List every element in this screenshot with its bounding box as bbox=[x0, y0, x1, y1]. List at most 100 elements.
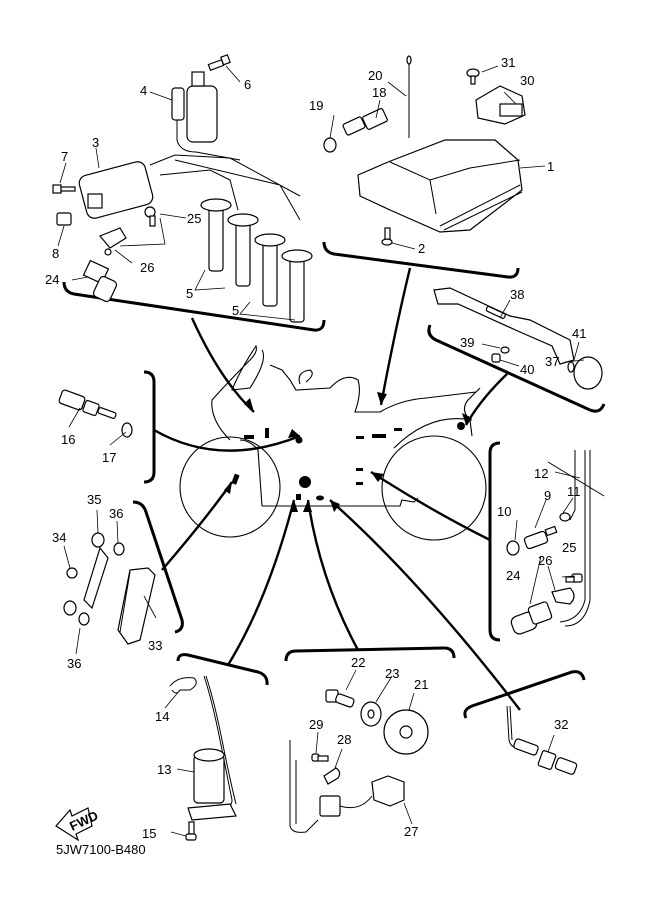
callout-11: 11 bbox=[567, 484, 581, 499]
ignition-coil-3[interactable] bbox=[77, 160, 154, 220]
sensor-9[interactable] bbox=[523, 525, 558, 550]
motorcycle-outline bbox=[179, 344, 487, 541]
gasket-19[interactable] bbox=[323, 137, 337, 153]
callout-30: 30 bbox=[520, 73, 534, 88]
callout-24b: 24 bbox=[506, 568, 520, 583]
bracket-pickup bbox=[284, 646, 456, 662]
pickup-rotor-21[interactable] bbox=[383, 709, 429, 755]
callout-36a: 36 bbox=[109, 506, 123, 521]
diagram-code: 5JW7100-B480 bbox=[56, 842, 146, 857]
callout-26a: 26 bbox=[140, 260, 154, 275]
nut-40[interactable] bbox=[491, 353, 501, 363]
bracket-solenoid bbox=[176, 653, 269, 686]
washer-41[interactable] bbox=[567, 361, 575, 373]
ignition-coil-4[interactable] bbox=[171, 71, 241, 161]
clamp-26-upper[interactable] bbox=[99, 227, 127, 256]
bolt-29[interactable] bbox=[311, 753, 329, 762]
callout-6: 6 bbox=[244, 77, 251, 92]
bolt-22[interactable] bbox=[325, 689, 355, 708]
callout-3: 3 bbox=[92, 135, 99, 150]
callout-labels: 1 2 3 4 5 5 6 7 8 9 10 11 12 13 14 15 16… bbox=[45, 55, 586, 841]
cam-sensor-wires bbox=[559, 450, 591, 627]
temp-sensor-18[interactable] bbox=[342, 108, 388, 136]
callout-19: 19 bbox=[309, 98, 323, 113]
callout-2: 2 bbox=[418, 241, 425, 256]
callout-40: 40 bbox=[520, 362, 534, 377]
callout-13: 13 bbox=[157, 762, 171, 777]
callout-16: 16 bbox=[61, 432, 75, 447]
callout-38: 38 bbox=[510, 287, 524, 302]
cam-sensor-24[interactable] bbox=[510, 601, 553, 635]
callout-25a: 25 bbox=[187, 211, 201, 226]
callout-25b: 25 bbox=[562, 540, 576, 555]
callout-24a: 24 bbox=[45, 272, 59, 287]
bolt-2[interactable] bbox=[381, 227, 393, 246]
pickup-coil-27[interactable] bbox=[289, 740, 405, 833]
callout-41: 41 bbox=[572, 326, 586, 341]
cable-tie-12[interactable] bbox=[547, 461, 605, 497]
ecu-1[interactable] bbox=[357, 139, 523, 233]
washer-36-lower[interactable] bbox=[78, 612, 90, 626]
callout-5a: 5 bbox=[186, 286, 193, 301]
bracket-o2 bbox=[463, 670, 586, 719]
clamp-26-lower[interactable] bbox=[551, 587, 575, 605]
callout-10: 10 bbox=[497, 504, 511, 519]
callout-27: 27 bbox=[404, 824, 418, 839]
pressure-sensor-30[interactable] bbox=[475, 85, 526, 125]
coil-wires bbox=[149, 154, 301, 221]
solenoid-13[interactable] bbox=[187, 748, 237, 821]
bike-location-markers bbox=[231, 422, 465, 501]
clip-14[interactable] bbox=[169, 677, 197, 694]
callout-37: 37 bbox=[545, 354, 559, 369]
callout-26b: 26 bbox=[538, 553, 552, 568]
bolt-7[interactable] bbox=[52, 184, 76, 194]
relay-33[interactable] bbox=[117, 567, 156, 645]
callout-1: 1 bbox=[547, 159, 554, 174]
callout-12: 12 bbox=[534, 466, 548, 481]
screw-31[interactable] bbox=[466, 68, 480, 85]
crank-sensor-24[interactable] bbox=[82, 259, 118, 303]
callout-29: 29 bbox=[309, 717, 323, 732]
callout-21: 21 bbox=[414, 677, 428, 692]
callout-5b: 5 bbox=[232, 303, 239, 318]
clamp-28[interactable] bbox=[323, 767, 341, 785]
callout-17: 17 bbox=[102, 450, 116, 465]
coolant-sensor-16[interactable] bbox=[58, 389, 117, 419]
lean-sensor-37[interactable] bbox=[573, 356, 603, 390]
bolt-25-upper[interactable] bbox=[144, 206, 156, 227]
o2-sensor-32[interactable] bbox=[513, 738, 578, 775]
callout-31: 31 bbox=[501, 55, 515, 70]
callout-7: 7 bbox=[61, 149, 68, 164]
callout-33: 33 bbox=[148, 638, 162, 653]
bolt-6[interactable] bbox=[207, 54, 231, 71]
callout-36b: 36 bbox=[67, 656, 81, 671]
cable-tie-20[interactable] bbox=[406, 55, 412, 138]
washer-36-upper[interactable] bbox=[113, 542, 125, 556]
bolt-15[interactable] bbox=[185, 821, 197, 841]
nut-34[interactable] bbox=[66, 567, 78, 579]
bolt-25-lower[interactable] bbox=[565, 573, 583, 583]
bracket-35[interactable] bbox=[63, 532, 109, 616]
bracket-ecu bbox=[322, 241, 520, 279]
bracket-temp-sensor bbox=[143, 370, 156, 484]
bracket-cam-sensor bbox=[488, 441, 501, 642]
plug-cap-11[interactable] bbox=[559, 512, 571, 522]
callout-8: 8 bbox=[52, 246, 59, 261]
gasket-10[interactable] bbox=[506, 540, 520, 556]
callout-14: 14 bbox=[155, 709, 169, 724]
clamp-8[interactable] bbox=[56, 212, 72, 226]
callout-34: 34 bbox=[52, 530, 66, 545]
gasket-17[interactable] bbox=[121, 422, 133, 438]
callout-20: 20 bbox=[368, 68, 382, 83]
plug-caps-5[interactable] bbox=[200, 198, 313, 323]
callout-15: 15 bbox=[142, 826, 156, 841]
washer-23[interactable] bbox=[360, 701, 382, 727]
callout-32: 32 bbox=[554, 717, 568, 732]
callout-22: 22 bbox=[351, 655, 365, 670]
fwd-arrow-icon: FWD bbox=[55, 807, 100, 842]
washer-39[interactable] bbox=[500, 346, 510, 354]
callout-18: 18 bbox=[372, 85, 386, 100]
callout-39: 39 bbox=[460, 335, 474, 350]
callout-23: 23 bbox=[385, 666, 399, 681]
bracket-ignition bbox=[62, 281, 326, 332]
